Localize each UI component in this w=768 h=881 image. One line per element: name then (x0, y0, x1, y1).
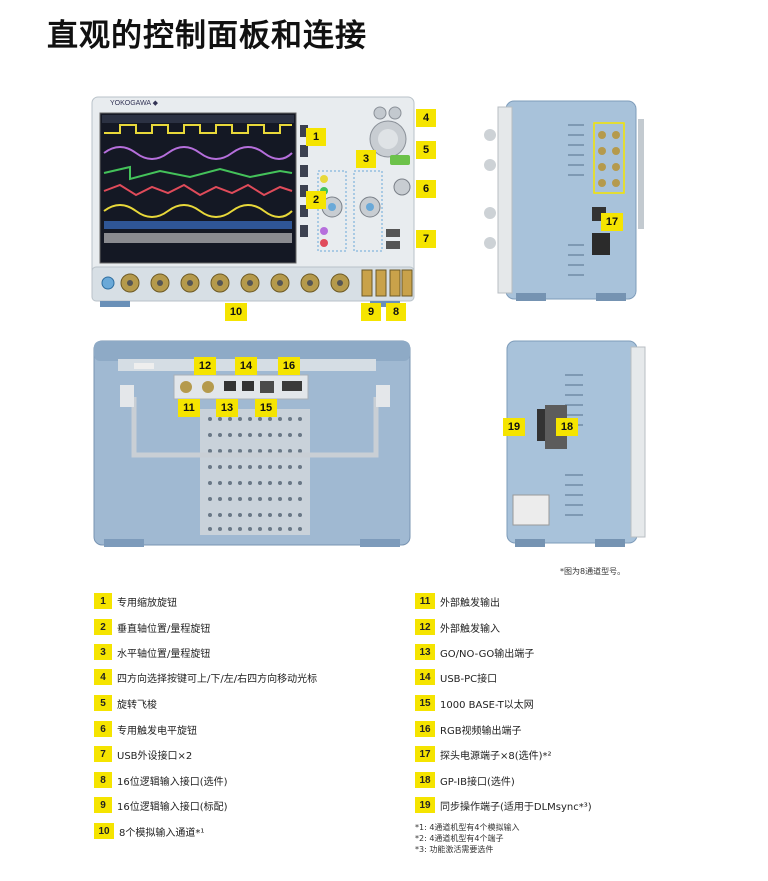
badge-1: 1 (306, 128, 326, 146)
badge-8: 8 (386, 303, 406, 321)
legend-number: 8 (94, 772, 112, 788)
legend-number: 4 (94, 669, 112, 685)
badge-13: 13 (216, 399, 238, 417)
legend-text: 16位逻辑输入接口(标配) (117, 801, 228, 813)
rear-panel-photo: 11 12 13 14 15 16 (90, 335, 415, 550)
legend-text: 外部触发输入 (440, 623, 500, 635)
badge-6: 6 (416, 180, 436, 198)
left-side-photo: 19 18 (495, 335, 665, 550)
footnote-2: *2: 4通道机型有4个端子 (415, 834, 504, 843)
badge-17: 17 (601, 213, 623, 231)
legend-item: 11 外部触发输出 (415, 592, 500, 610)
legend-text: 16位逻辑输入接口(选件) (117, 776, 228, 788)
legend-item: 1 专用缩放旋钮 (94, 592, 177, 610)
legend-number: 6 (94, 721, 112, 737)
legend-text: 旋转飞梭 (117, 699, 157, 711)
badge-18: 18 (556, 418, 578, 436)
legend-text: 专用缩放旋钮 (117, 597, 177, 609)
legend-text: 8个模拟输入通道*¹ (119, 827, 205, 839)
legend-number: 3 (94, 644, 112, 660)
legend-item: 17 探头电源端子×8(选件)*² (415, 745, 552, 763)
legend-item: 9 16位逻辑输入接口(标配) (94, 796, 228, 814)
legend-item: 13 GO/NO-GO输出端子 (415, 643, 534, 661)
badge-10: 10 (225, 303, 247, 321)
footnote-1: *1: 4通道机型有4个模拟输入 (415, 823, 520, 832)
badge-14: 14 (235, 357, 257, 375)
page-title: 直观的控制面板和连接 (47, 18, 367, 54)
legend-text: 外部触发输出 (440, 597, 500, 609)
legend-item: 19 同步操作端子(适用于DLMsync*³) (415, 796, 592, 814)
legend-text: USB-PC接口 (440, 673, 498, 685)
legend-number: 7 (94, 746, 112, 762)
oscilloscope-side-illustration (484, 100, 644, 301)
legend-number: 14 (415, 669, 435, 685)
legend-item: 6 专用触发电平旋钮 (94, 720, 197, 738)
legend-number: 2 (94, 619, 112, 635)
legend-item: 16 RGB视频输出端子 (415, 720, 522, 738)
legend-item: 18 GP-IB接口(选件) (415, 771, 515, 789)
legend-item: 5 旋转飞梭 (94, 694, 157, 712)
legend-item: 14 USB-PC接口 (415, 668, 497, 686)
legend-item: 15 1000 BASE-T以太网 (415, 694, 534, 712)
front-panel-photo: YOKOGAWA ◆ 1 2 3 4 5 6 7 8 9 10 (90, 95, 440, 325)
legend-item: 3 水平轴位置/量程旋钮 (94, 643, 210, 661)
badge-9: 9 (361, 303, 381, 321)
legend-number: 18 (415, 772, 435, 788)
legend-text: 专用触发电平旋钮 (117, 725, 197, 737)
legend-text: GO/NO-GO输出端子 (440, 648, 535, 660)
badge-2: 2 (306, 191, 326, 209)
badge-12: 12 (194, 357, 216, 375)
legend-item: 4 四方向选择按键可上/下/左/右四方向移动光标 (94, 668, 317, 686)
legend-number: 17 (415, 746, 435, 762)
legend-number: 1 (94, 593, 112, 609)
legend-text: 探头电源端子×8(选件)*² (440, 750, 552, 762)
legend-text: GP-IB接口(选件) (440, 776, 515, 788)
legend-number: 15 (415, 695, 435, 711)
legend-number: 13 (415, 644, 435, 660)
badge-11: 11 (178, 399, 200, 417)
legend-number: 19 (415, 797, 435, 813)
legend-item: 12 外部触发输入 (415, 618, 500, 636)
legend-number: 11 (415, 593, 435, 609)
badge-5: 5 (416, 141, 436, 159)
oscilloscope-front-illustration (91, 96, 415, 307)
brand-label: YOKOGAWA ◆ (110, 100, 159, 107)
badge-16: 16 (278, 357, 300, 375)
right-side-photo: 17 (476, 95, 661, 310)
legend-text: 1000 BASE-T以太网 (440, 699, 534, 711)
badge-4: 4 (416, 109, 436, 127)
legend-text: 垂直轴位置/量程旋钮 (117, 623, 211, 635)
legend-text: 四方向选择按键可上/下/左/右四方向移动光标 (117, 673, 318, 685)
legend-number: 9 (94, 797, 112, 813)
oscilloscope-left-illustration (506, 340, 646, 547)
legend-text: RGB视频输出端子 (440, 725, 522, 737)
legend-number: 5 (94, 695, 112, 711)
legend-text: 水平轴位置/量程旋钮 (117, 648, 211, 660)
legend-number: 16 (415, 721, 435, 737)
legend-number: 12 (415, 619, 435, 635)
legend-item: 8 16位逻辑输入接口(选件) (94, 771, 228, 789)
badge-7: 7 (416, 230, 436, 248)
footnote-3: *3: 功能激活需要选件 (415, 845, 494, 854)
oscilloscope-rear-illustration (93, 340, 411, 547)
legend-item: 10 8个模拟输入通道*¹ (94, 822, 204, 840)
badge-3: 3 (356, 150, 376, 168)
image-note: *图为8通道型号。 (560, 567, 626, 576)
legend-number: 10 (94, 823, 114, 839)
legend-text: USB外设接口×2 (117, 750, 193, 762)
badge-19: 19 (503, 418, 525, 436)
badge-15: 15 (255, 399, 277, 417)
legend-text: 同步操作端子(适用于DLMsync*³) (440, 801, 592, 813)
legend-item: 7 USB外设接口×2 (94, 745, 192, 763)
legend-item: 2 垂直轴位置/量程旋钮 (94, 618, 210, 636)
